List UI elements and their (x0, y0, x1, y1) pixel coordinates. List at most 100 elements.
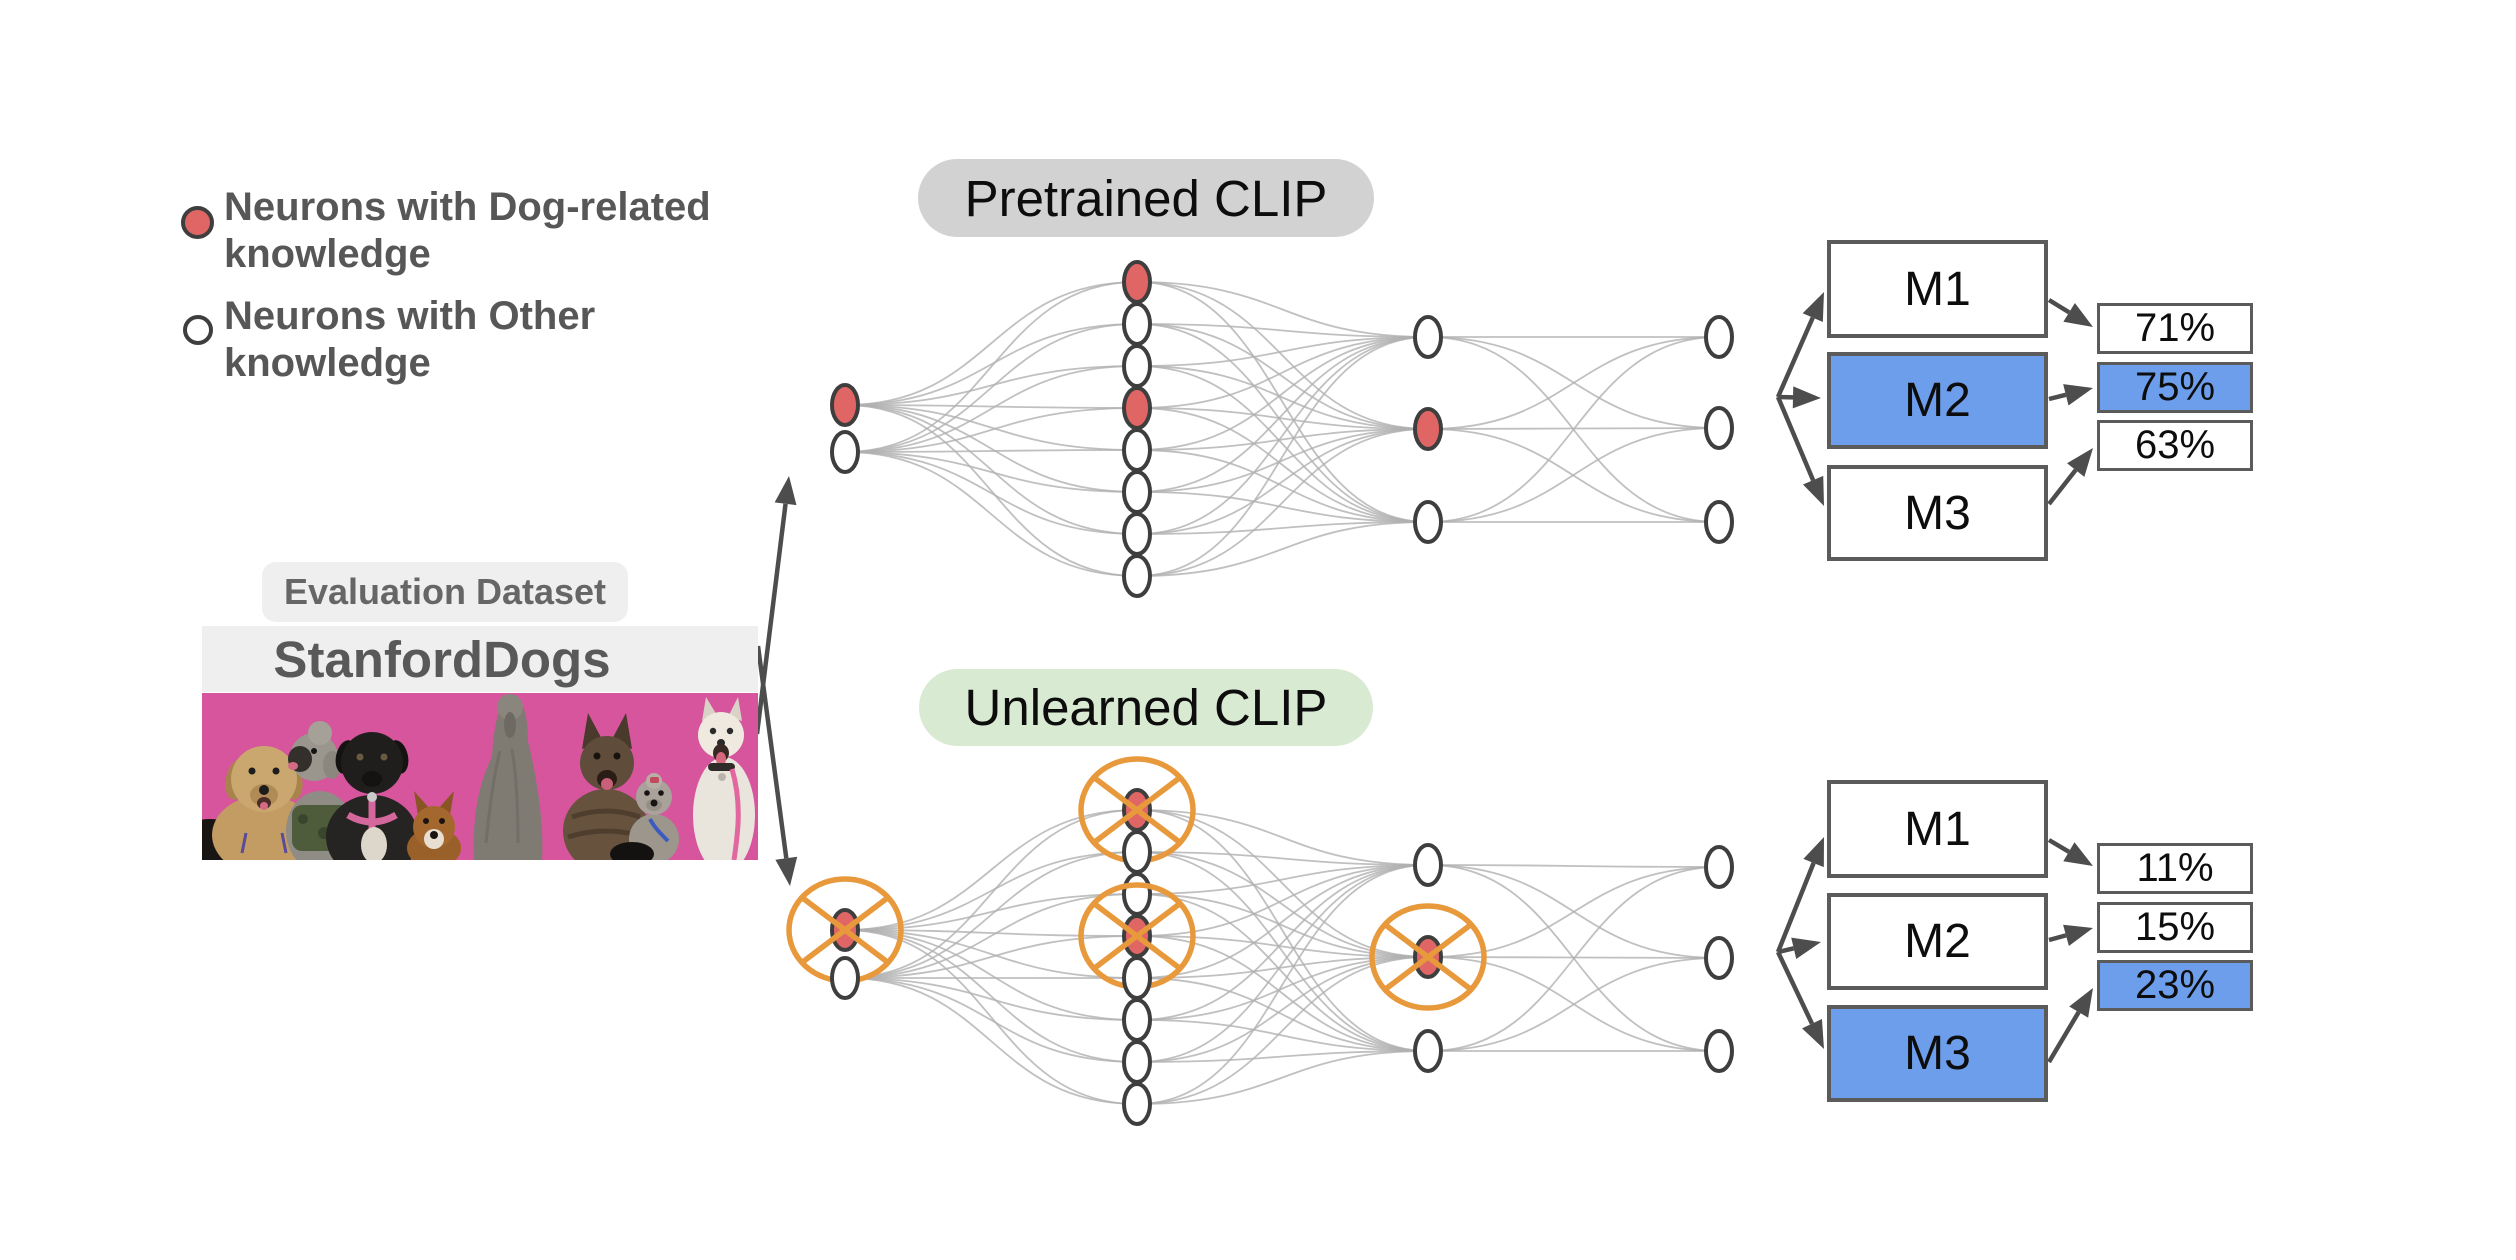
network-edge (1427, 956, 1720, 959)
network-edge (1136, 935, 1429, 1052)
network-edge (1136, 323, 1429, 338)
network-edge (844, 893, 1138, 931)
other-neuron (1122, 512, 1152, 556)
network-edge (844, 281, 1138, 406)
network-edge (1136, 428, 1429, 451)
network-edge (844, 404, 1138, 409)
m3-to-23-arrow-head (2069, 988, 2093, 1018)
other-neuron-legend-icon (183, 315, 213, 345)
m1-to-71-arrow-head (2063, 302, 2093, 327)
network-edge (844, 929, 1138, 979)
fan-top-m2-arrow-head (1792, 386, 1821, 409)
network-edge (1136, 809, 1429, 958)
other-neuron (1122, 344, 1152, 388)
legend-item-other-line2: knowledge (224, 341, 431, 385)
other-neuron (1122, 428, 1152, 472)
network-edge (1136, 281, 1429, 523)
network-edge (844, 977, 1138, 1021)
network-edge (1136, 864, 1429, 895)
m1-to-11-arrow-head (2063, 842, 2093, 866)
other-neuron (1704, 1029, 1734, 1073)
network-edge (1136, 864, 1429, 1063)
fan-bottom-m1-arrow-line (1775, 862, 1816, 953)
model-box-m2-unlearned: M2 (1827, 893, 2048, 990)
network-edge (844, 451, 1138, 577)
legend-item-other: Neurons with Other knowledge (224, 293, 864, 387)
m3-to-63-arrow-head (2067, 448, 2093, 477)
network-edge (844, 977, 1138, 1105)
network-edge (1136, 365, 1429, 523)
model-box-m1-unlearned: M1 (1827, 780, 2048, 878)
unlearn-cross-line (798, 893, 892, 967)
accuracy-box-m3-unlearned: 23% (2097, 960, 2253, 1011)
dog-neuron (830, 383, 860, 427)
fan-top-m3-arrow-head (1802, 475, 1824, 506)
accuracy-box-m1-unlearned: 11% (2097, 843, 2253, 894)
network-edge (1136, 893, 1429, 1052)
network-edge (1136, 809, 1429, 866)
accuracy-box-m3-pretrained: 63% (2097, 420, 2253, 471)
dataset-to-unlearned-arrow-line (755, 645, 789, 859)
legend-item-dog: Neurons with Dog-related knowledge (224, 184, 864, 278)
brown-puppy (407, 791, 461, 860)
other-neuron (1413, 500, 1443, 544)
network-edge (1427, 866, 1720, 1052)
black-lab (326, 732, 418, 860)
network-edge (1136, 281, 1429, 430)
m3-to-63-arrow-line (2047, 468, 2078, 506)
accuracy-box-m2-unlearned: 15% (2097, 902, 2253, 953)
network-edge (1136, 365, 1429, 430)
unlearned-clip-label: Unlearned CLIP (919, 669, 1373, 746)
other-neuron (1122, 1082, 1152, 1126)
unlearn-cross-line (1090, 773, 1184, 847)
network-edge (1136, 1050, 1429, 1063)
network-edge (844, 929, 1138, 1063)
network-edge (1136, 521, 1429, 535)
network-edge (1136, 864, 1429, 937)
network-edge (1136, 336, 1429, 367)
network-edge (1136, 428, 1429, 493)
other-neuron (1413, 1029, 1443, 1073)
network-edge (844, 449, 1138, 453)
dataset-to-pretrained-arrow-line (754, 503, 788, 735)
network-edge (844, 404, 1138, 493)
network-edge (844, 365, 1138, 453)
other-neuron (1122, 872, 1152, 916)
other-neuron (1413, 843, 1443, 887)
dog-neuron (1122, 386, 1152, 430)
network-edge (1136, 1050, 1429, 1105)
network-edge (1427, 864, 1720, 868)
legend-item-dog-line1: Neurons with Dog-related (224, 185, 711, 229)
accuracy-box-m2-pretrained: 75% (2097, 362, 2253, 413)
fan-bottom-m3-arrow-line (1775, 951, 1815, 1025)
network-edge (1427, 866, 1720, 958)
network-edge (1427, 336, 1720, 430)
network-edge (844, 929, 1138, 1021)
network-edge (1136, 323, 1429, 430)
pretrained-clip-label: Pretrained CLIP (918, 159, 1374, 237)
accuracy-box-m1-pretrained: 71% (2097, 303, 2253, 354)
model-box-m3-unlearned: M3 (1827, 1005, 2048, 1102)
other-neuron (1122, 302, 1152, 346)
network-edge (1136, 281, 1429, 338)
network-edge (1136, 956, 1429, 1021)
network-edge (844, 323, 1138, 453)
other-neuron (1704, 845, 1734, 889)
network-edge (844, 404, 1138, 577)
network-edge (1136, 851, 1429, 958)
network-edge (844, 977, 1138, 1063)
evaluation-dataset-tag: Evaluation Dataset (262, 562, 628, 622)
network-edge (1136, 323, 1429, 523)
m2-to-15-arrow-line (2048, 933, 2067, 943)
other-neuron (1704, 500, 1734, 544)
dataset-name: StanfordDogs (202, 626, 758, 692)
other-neuron (1704, 315, 1734, 359)
fan-top-m1-arrow-line (1775, 316, 1815, 398)
network-edge (1427, 957, 1720, 1052)
network-edge (844, 451, 1138, 493)
other-neuron (1122, 956, 1152, 1000)
white-dog (693, 697, 755, 860)
stanford-dogs-photo (202, 693, 758, 860)
model-box-m2-pretrained: M2 (1827, 352, 2048, 449)
